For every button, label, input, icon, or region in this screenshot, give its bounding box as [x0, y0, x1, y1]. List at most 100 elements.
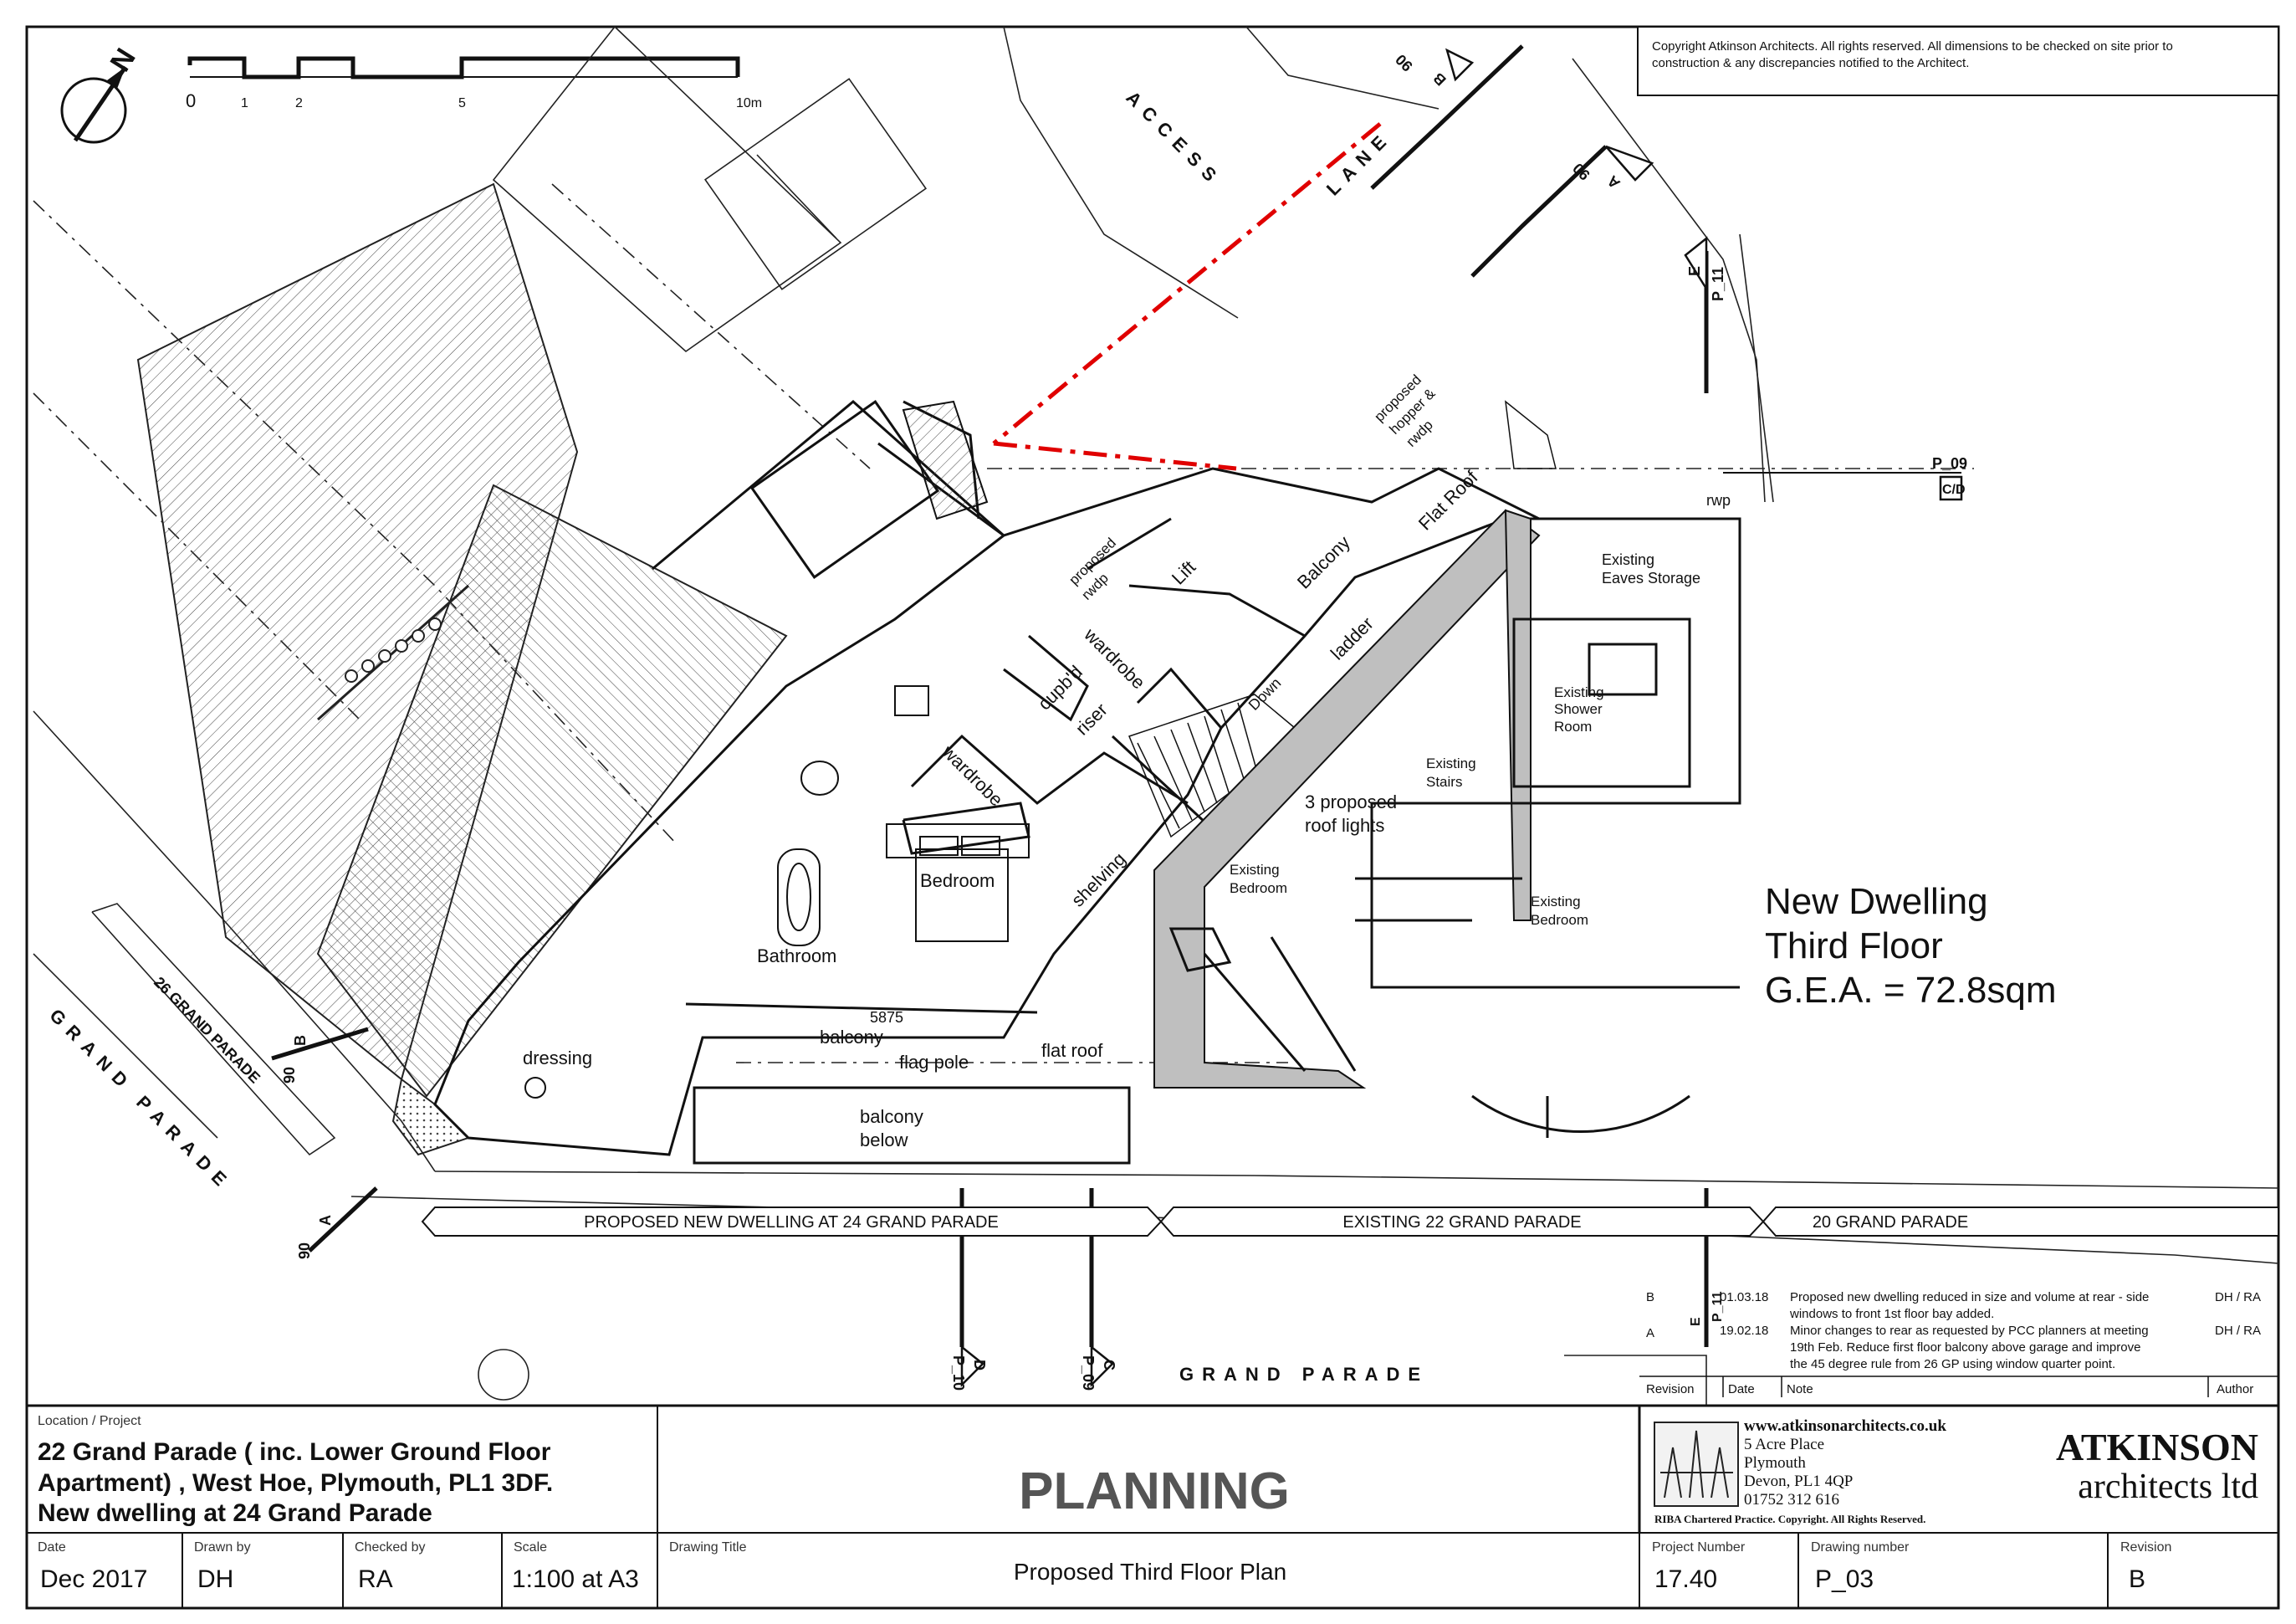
tb-drawn: DH: [197, 1565, 233, 1593]
tb-title-label: Drawing Title: [669, 1540, 747, 1555]
stairs: [1128, 400, 1557, 838]
tb-date-label: Date: [38, 1540, 66, 1555]
copyright-box: Copyright Atkinson Architects. All right…: [1637, 26, 2279, 96]
label-balcony-below-2: below: [860, 1130, 908, 1150]
rev-b-author: DH / RA: [2215, 1290, 2261, 1304]
rev-a-note3: the 45 degree rule from 26 GP using wind…: [1790, 1357, 2115, 1371]
scale-tick-1: 1: [241, 96, 248, 110]
label-wardrobe-top: wardrobe: [1080, 623, 1149, 693]
rev-b-date: 01.03.18: [1720, 1290, 1768, 1304]
marker-b90-left-b: 90: [281, 1067, 298, 1084]
road-grand-parade-bottom: GRAND PARADE: [1179, 1364, 1429, 1385]
scale-tick-0: 0: [186, 90, 196, 111]
frontage-22: EXISTING 22 GRAND PARADE: [1342, 1213, 1581, 1232]
rev-header-date: Date: [1728, 1382, 1755, 1396]
tb-title: Proposed Third Floor Plan: [1014, 1559, 1286, 1585]
summary-line1: New Dwelling: [1765, 881, 1988, 922]
rev-b: B: [1646, 1290, 1654, 1304]
copyright-line2: construction & any discrepancies notifie…: [1652, 56, 1969, 70]
section-marker-labels: 90 B 90 A E P_11 P_09 C/D B 90 A 90 D P_…: [281, 51, 1967, 1391]
label-lift: Lift: [1168, 556, 1199, 588]
rev-a-note1: Minor changes to rear as requested by PC…: [1790, 1324, 2149, 1338]
scale-tick-2: 2: [295, 96, 303, 110]
tb-checked-label: Checked by: [355, 1540, 426, 1555]
existing-22-walls: [1153, 509, 1741, 1138]
label-rwp: rwp: [1706, 492, 1731, 509]
frontage-strip: PROPOSED NEW DWELLING AT 24 GRAND PARADE…: [421, 1206, 2279, 1237]
marker-p11-low: P_11: [1710, 1291, 1725, 1322]
road-26-grand-parade: 26 GRAND PARADE: [151, 974, 263, 1087]
marker-p09-right: P_09: [1932, 455, 1967, 472]
tb-firm-addr2: Plymouth: [1744, 1454, 1806, 1472]
tb-drawn-label: Drawn by: [194, 1540, 251, 1555]
tb-scale-label: Scale: [514, 1540, 547, 1555]
label-shower-1: Existing: [1554, 684, 1604, 700]
label-bedroom: Bedroom: [920, 870, 995, 891]
window-quarter-point: [902, 400, 989, 520]
tb-firm-name2: architects ltd: [2078, 1468, 2258, 1506]
label-stairs-1: Existing: [1426, 756, 1476, 771]
rev-b-note1: Proposed new dwelling reduced in size an…: [1790, 1290, 2149, 1304]
tb-firm-addr3: Devon, PL1 4QP: [1744, 1473, 1853, 1490]
label-balcony-small: balcony: [820, 1027, 883, 1048]
45-degree-sightline: [992, 122, 1382, 471]
tb-drawing-no: P_03: [1815, 1565, 1874, 1593]
tb-project-line1: 22 Grand Parade ( inc. Lower Ground Floo…: [38, 1438, 551, 1466]
tb-firm-addr1: 5 Acre Place: [1744, 1436, 1824, 1453]
label-wardrobe-low: wardrobe: [938, 740, 1007, 810]
tb-project-line3: New dwelling at 24 Grand Parade: [38, 1499, 432, 1527]
rev-a-date: 19.02.18: [1720, 1324, 1768, 1338]
tb-drawing-no-label: Drawing number: [1811, 1540, 1910, 1555]
label-flag-pole: flag pole: [899, 1052, 969, 1073]
marker-b90-left-a: B: [292, 1035, 309, 1046]
tb-firm-name1: ATKINSON: [2056, 1426, 2258, 1468]
summary-line3: G.E.A. = 72.8sqm: [1765, 970, 2057, 1011]
label-eaves-2: Eaves Storage: [1602, 570, 1700, 587]
north-label: N: [105, 43, 142, 77]
label-exist-bed1-1: Existing: [1230, 862, 1280, 878]
tb-checked: RA: [358, 1565, 393, 1593]
rev-header-note: Note: [1787, 1382, 1813, 1396]
north-arrow: N: [60, 43, 142, 144]
tb-scale: 1:100 at A3: [512, 1565, 639, 1593]
label-dressing: dressing: [523, 1048, 592, 1068]
title-block-text: Location / Project 22 Grand Parade ( inc…: [38, 1414, 2258, 1593]
proposed-dwelling-walls: [433, 400, 1540, 1165]
tb-firm-web: www.atkinsonarchitects.co.uk: [1744, 1417, 1946, 1435]
bathroom-fixtures: [524, 685, 929, 1099]
rev-a: A: [1646, 1326, 1654, 1340]
label-shower-3: Room: [1554, 719, 1592, 735]
tb-firm-phone: 01752 312 616: [1744, 1491, 1839, 1509]
rev-header-author: Author: [2217, 1382, 2253, 1396]
marker-cd-right: C/D: [1942, 483, 1966, 497]
rev-b-note2: windows to front 1st floor bay added.: [1789, 1307, 1994, 1321]
tb-revision-label: Revision: [2120, 1540, 2171, 1555]
summary-line2: Third Floor: [1765, 925, 1943, 966]
scale-bar: 0 1 2 5 10m: [186, 56, 762, 111]
marker-p10: P_10: [950, 1355, 967, 1391]
marker-p09-low: P_09: [1080, 1355, 1097, 1391]
tb-location-label: Location / Project: [38, 1414, 141, 1428]
marker-b90-top-a: B: [1429, 69, 1449, 89]
label-shower-2: Shower: [1554, 701, 1603, 717]
scale-tick-10: 10m: [736, 96, 762, 110]
title-block: [25, 1404, 2280, 1610]
frontage-24: PROPOSED NEW DWELLING AT 24 GRAND PARADE: [584, 1213, 999, 1232]
rev-a-author: DH / RA: [2215, 1324, 2261, 1338]
marker-e-low: E: [1689, 1317, 1703, 1326]
label-balcony: Balcony: [1293, 532, 1354, 593]
label-exist-bed1-2: Bedroom: [1230, 880, 1287, 896]
scale-tick-5: 5: [458, 96, 466, 110]
tb-stage: PLANNING: [1019, 1463, 1290, 1520]
frontage-20: 20 GRAND PARADE: [1813, 1213, 1968, 1232]
tb-project-no: 17.40: [1654, 1565, 1717, 1593]
marker-a90-left-b: 90: [296, 1242, 313, 1259]
label-dimension: 5875: [870, 1009, 903, 1026]
label-rooflights-1: 3 proposed: [1305, 792, 1397, 812]
copyright-line1: Copyright Atkinson Architects. All right…: [1652, 39, 2173, 54]
firm-logo: [1654, 1422, 1739, 1507]
roof-hatch-26: [136, 182, 788, 1156]
label-exist-bed2-1: Existing: [1531, 894, 1581, 909]
tb-revision: B: [2129, 1565, 2145, 1593]
